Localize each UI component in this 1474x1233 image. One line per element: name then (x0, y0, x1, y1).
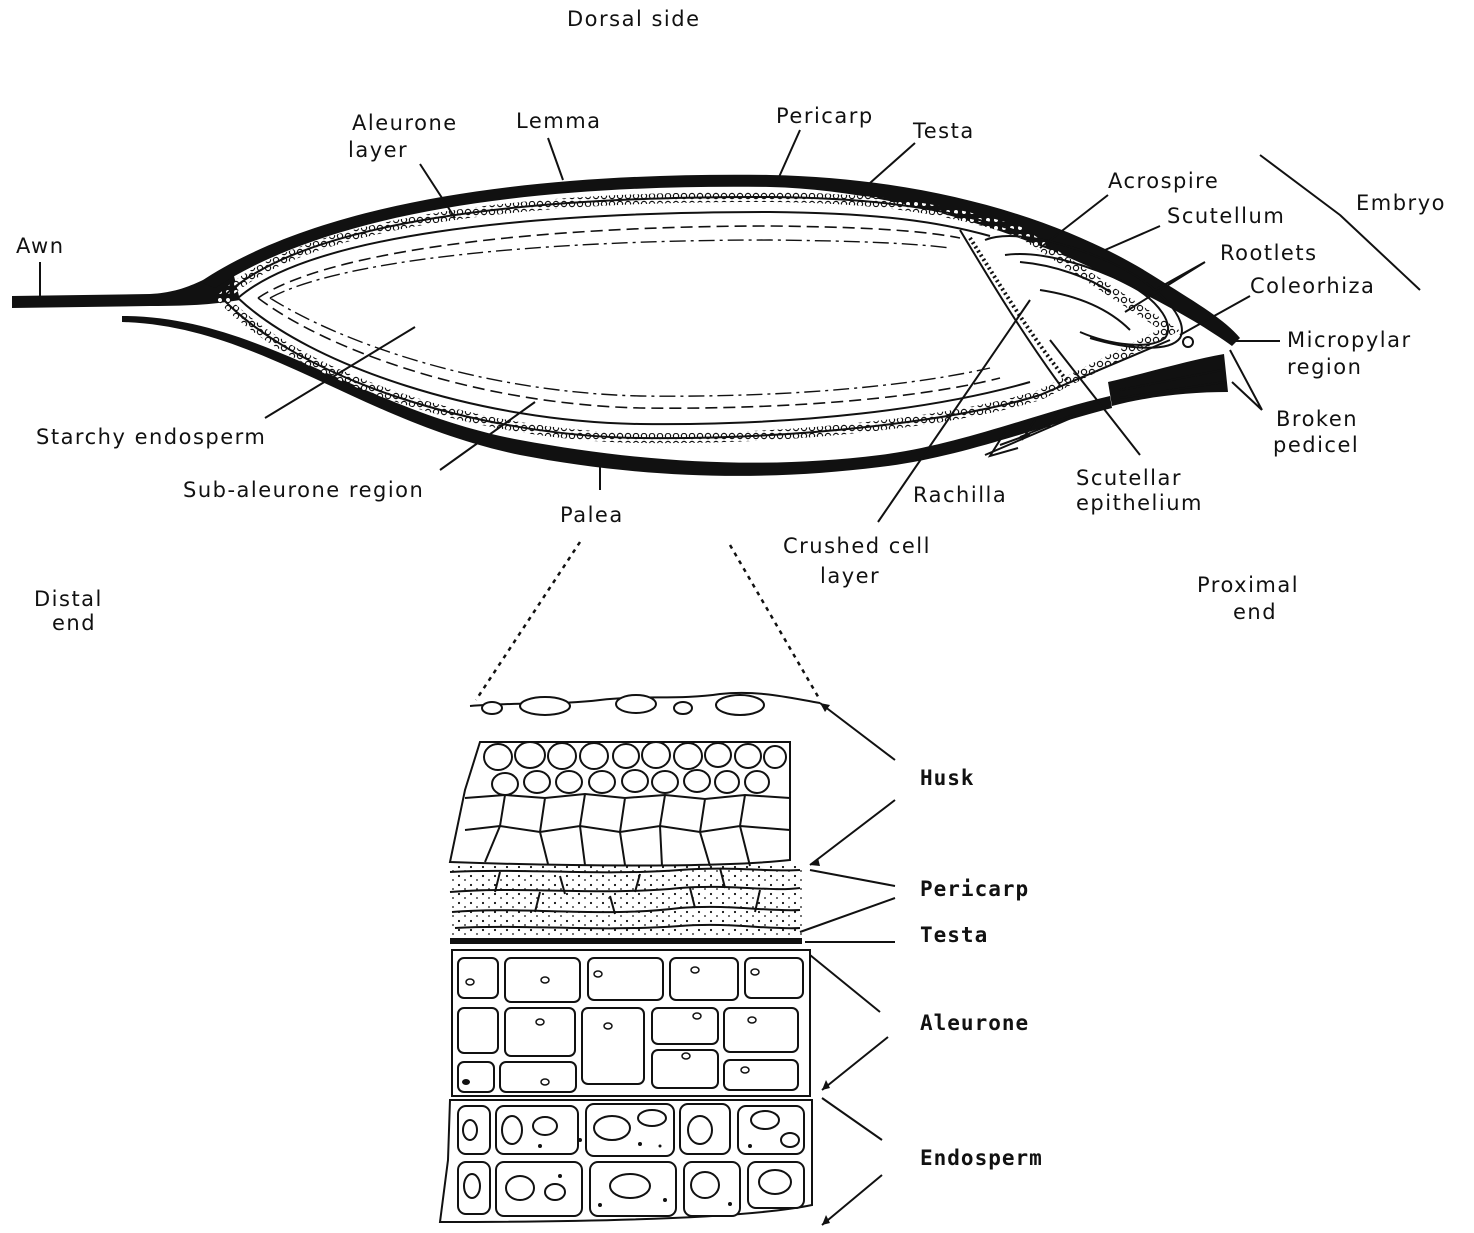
testa-band (450, 938, 802, 944)
label-rachilla: Rachilla (913, 483, 1007, 507)
label-distal-end-1: Distal (34, 587, 103, 611)
awn-shape (12, 268, 240, 308)
label-detail-pericarp: Pericarp (920, 877, 1029, 901)
label-rootlets: Rootlets (1220, 241, 1318, 265)
starchy-line (270, 240, 990, 396)
label-starchy-endosperm: Starchy endosperm (36, 425, 266, 449)
detail-leader-lines (800, 703, 895, 1225)
label-proximal-end-2: end (1233, 600, 1277, 624)
label-detail-endosperm: Endosperm (920, 1146, 1043, 1170)
label-detail-husk: Husk (920, 766, 975, 790)
label-detail-testa: Testa (920, 923, 988, 947)
label-detail-aleurone: Aleurone (920, 1011, 1029, 1035)
label-aleurone-layer-1: Aleurone (352, 111, 458, 135)
label-micropylar-1: Micropylar (1287, 328, 1412, 352)
label-proximal-end-1: Proximal (1197, 573, 1299, 597)
label-embryo: Embryo (1356, 191, 1446, 215)
label-broken-pedicel-1: Broken (1276, 407, 1358, 431)
label-distal-end-2: end (52, 611, 96, 635)
label-crushed-cell-1: Crushed cell (783, 534, 931, 558)
label-scutellum: Scutellum (1167, 204, 1285, 228)
label-aleurone-layer-2: layer (348, 138, 408, 162)
zoom-line-right (730, 545, 820, 700)
label-palea: Palea (560, 503, 624, 527)
label-micropylar-2: region (1287, 355, 1362, 379)
label-broken-pedicel-2: pedicel (1273, 433, 1359, 457)
tissue-detail (440, 542, 895, 1225)
label-scutellar-epithelium-1: Scutellar (1076, 466, 1182, 490)
aleurone-cells (458, 958, 803, 1092)
label-pericarp: Pericarp (776, 104, 874, 128)
sub-aleurone-line (258, 226, 1000, 408)
label-scutellar-epithelium-2: epithelium (1076, 491, 1203, 515)
label-awn: Awn (16, 234, 65, 258)
label-coleorhiza: Coleorhiza (1250, 274, 1375, 298)
label-crushed-cell-2: layer (820, 564, 880, 588)
label-testa: Testa (912, 119, 975, 143)
zoom-line-left (476, 542, 580, 700)
label-sub-aleurone: Sub-aleurone region (183, 478, 424, 502)
label-lemma: Lemma (516, 109, 602, 133)
label-acrospire: Acrospire (1108, 169, 1219, 193)
label-dorsal-side: Dorsal side (567, 7, 701, 31)
